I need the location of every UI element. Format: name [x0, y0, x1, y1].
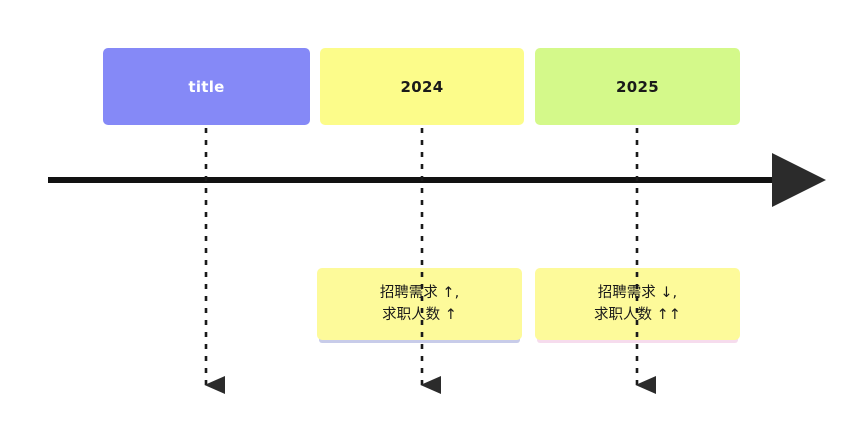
period-label-2025: 2025 — [616, 77, 659, 96]
period-box-title[interactable]: title — [103, 48, 310, 125]
event-box-2024[interactable]: 招聘需求 ↑, 求职人数 ↑ — [317, 268, 522, 340]
period-box-2024[interactable]: 2024 — [320, 48, 524, 125]
event-label-2025: 招聘需求 ↓, 求职人数 ↑↑ — [594, 284, 681, 323]
event-box-2025[interactable]: 招聘需求 ↓, 求职人数 ↑↑ — [535, 268, 740, 340]
period-box-2025[interactable]: 2025 — [535, 48, 740, 125]
event-shadow-2024 — [319, 337, 520, 343]
period-label-2024: 2024 — [400, 77, 444, 96]
period-label-title: title — [188, 77, 225, 96]
event-label-2024: 招聘需求 ↑, 求职人数 ↑ — [379, 284, 460, 323]
